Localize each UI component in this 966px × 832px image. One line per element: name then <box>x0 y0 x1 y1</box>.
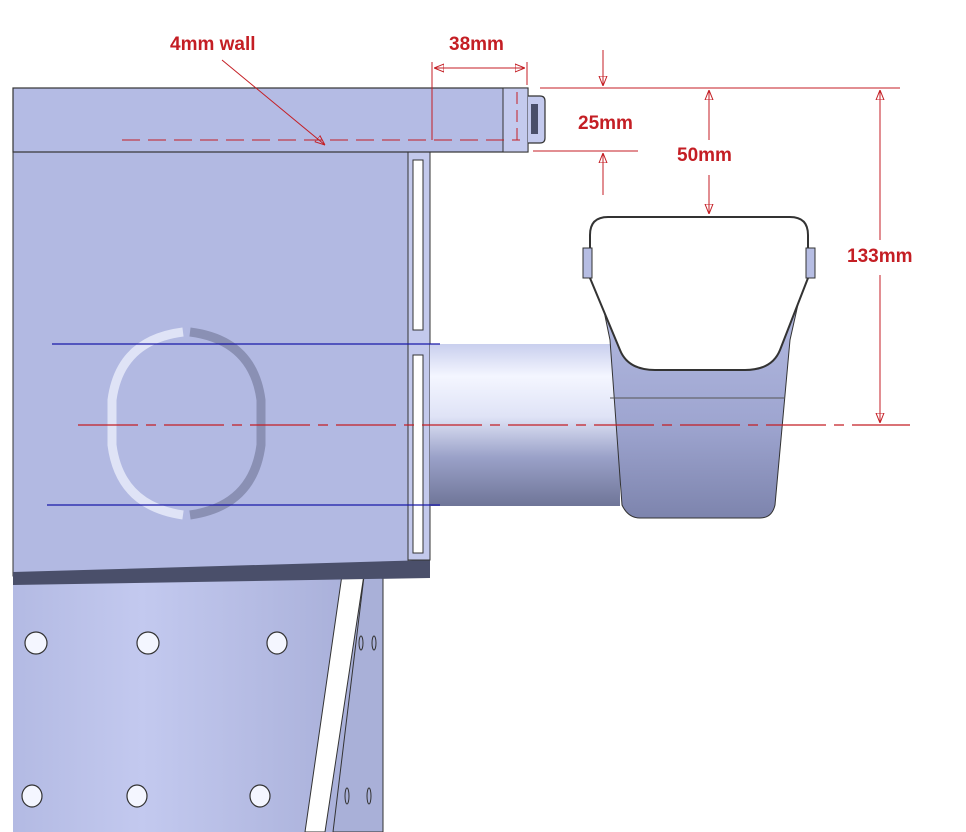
lip-height-dimension-label: 25mm <box>578 113 633 134</box>
gutter-drop-dimension-label: 50mm <box>677 145 732 166</box>
outlet-centre-dimension-label: 133mm <box>847 246 913 267</box>
wall-thickness-label: 4mm wall <box>170 34 256 55</box>
bolt-holes <box>21 631 288 808</box>
centre-lines <box>47 343 910 506</box>
oval-knockout <box>107 327 266 520</box>
dimension-lines <box>122 50 900 423</box>
main-box <box>12 151 431 585</box>
overhang-dimension-label: 38mm <box>449 34 504 55</box>
gutter-outlet <box>582 216 816 519</box>
top-lid <box>12 87 546 153</box>
support-bracket <box>13 567 384 832</box>
